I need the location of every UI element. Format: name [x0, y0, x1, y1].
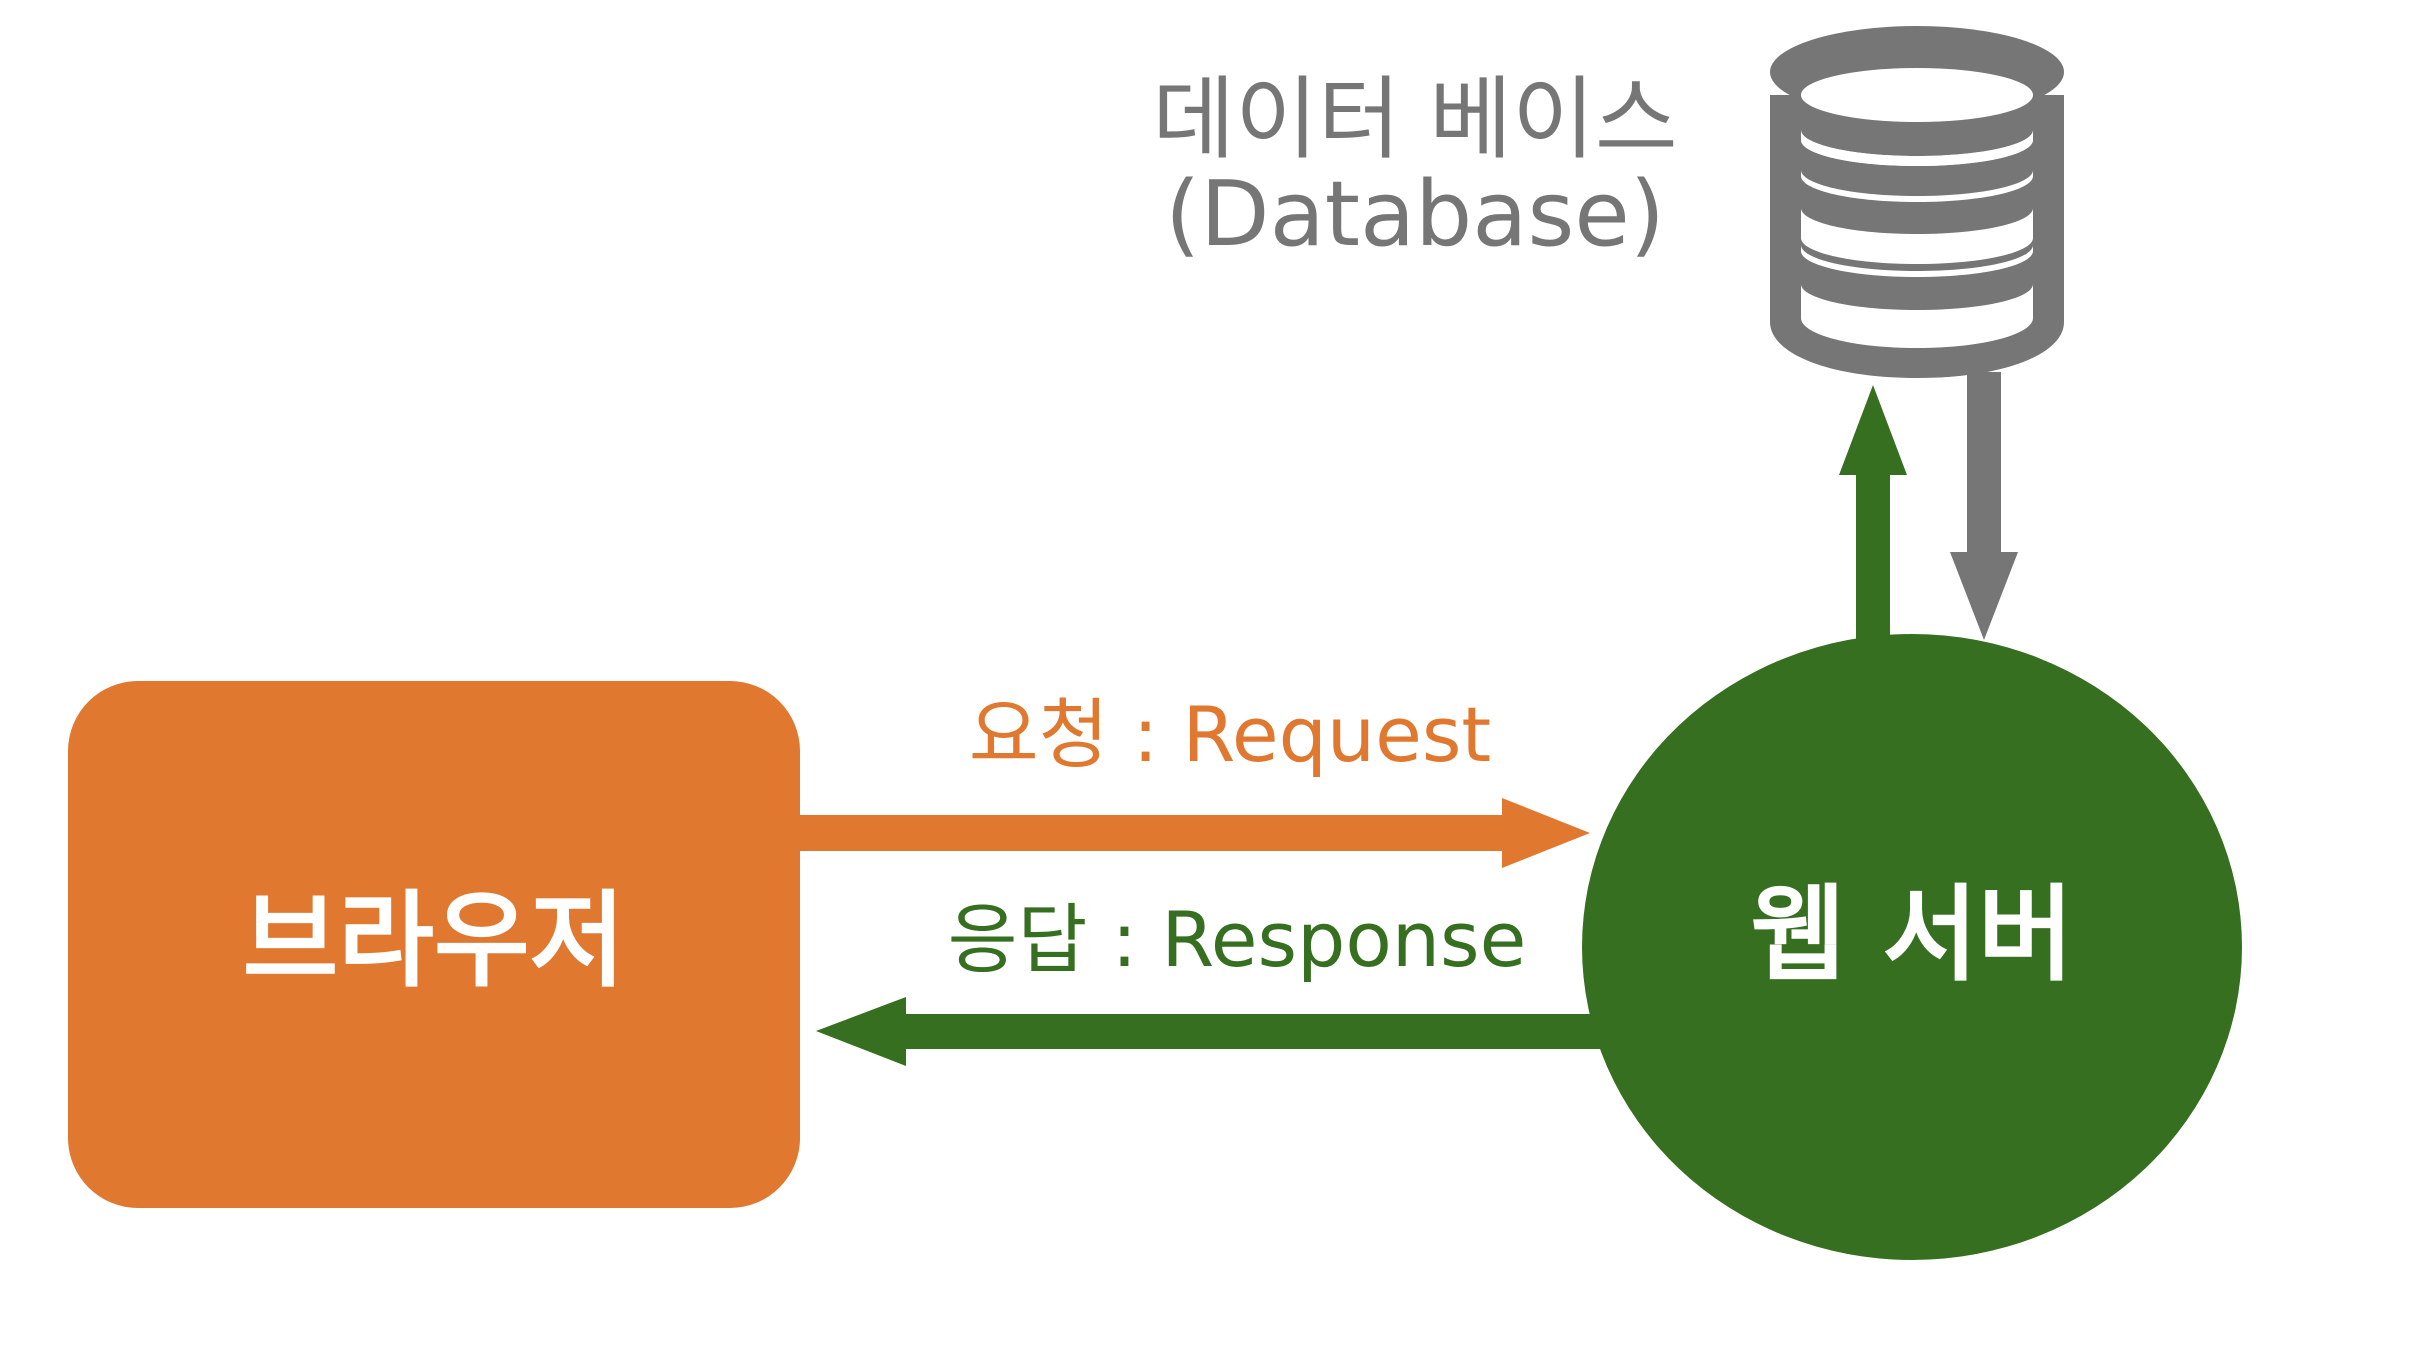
- database-to-server-arrow: [1950, 372, 2018, 640]
- database-label-ko: 데이터 베이스: [1152, 67, 1677, 172]
- browser-label: 브라우저: [243, 879, 626, 1001]
- browser-box: [68, 681, 800, 1208]
- request-label: 요청 : Request: [969, 690, 1491, 779]
- web-server-node: [1582, 634, 2242, 1260]
- database-label-en: (Database): [1165, 162, 1665, 267]
- server-to-database-arrow: [1839, 385, 1907, 640]
- response-label: 응답 : Response: [948, 895, 1527, 984]
- request-arrow: [800, 798, 1590, 868]
- web-server-label: 웹 서버: [1750, 873, 2073, 995]
- response-arrow: [816, 997, 1605, 1066]
- database-cylinder-icon: [1770, 26, 2064, 378]
